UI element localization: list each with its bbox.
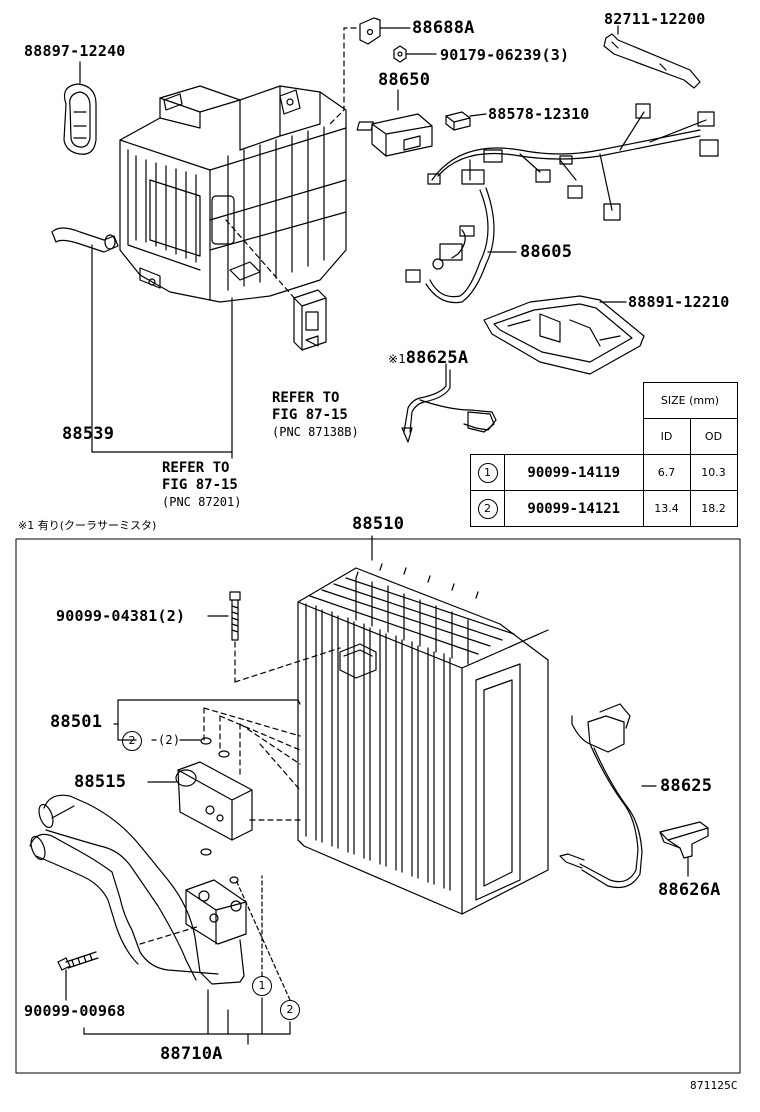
note-mark: ※1 [388,352,406,366]
bracket-88688A-drawing [359,17,381,45]
connector-88578-drawing [445,111,471,131]
callout-circle-2: 2 [477,498,498,519]
label-88625[interactable]: 88625 [660,776,713,796]
callout-circle-1-88710A: 1 [252,976,272,996]
band-82711-drawing [603,33,701,89]
header-od: OD [689,418,738,455]
sensor-88625A-drawing [401,369,497,443]
callout-circle-1: 1 [477,462,498,483]
evaporator-assembly-frame [15,538,741,1074]
bolt-90099-04381-drawing [229,591,241,641]
label-88510[interactable]: 88510 [352,514,405,534]
dashed-88688A [329,27,357,125]
refer-to-fig-87-15-a[interactable]: REFER TO FIG 87-15 (PNC 87138B) [272,390,359,441]
size-title: SIZE (mm) [642,382,738,419]
clip-88626A-drawing [659,821,709,859]
dashed-valve-lines [203,707,301,821]
label-88539[interactable]: 88539 [62,424,115,444]
expansion-valve-88515-drawing [175,761,253,841]
row-id: 13.4 [642,490,691,527]
pipes-88710A-drawing [29,794,247,985]
size-table-title-row: SIZE (mm) [471,382,738,419]
size-table-header-row: ID OD [471,418,738,455]
label-90099-00968[interactable]: 90099-00968 [24,1002,126,1020]
leader-88578 [469,113,487,117]
nut-90179-drawing [393,45,407,63]
dashed-bolt-00968 [139,925,201,945]
sensor-88625-drawing [559,703,643,889]
label-88501-qty: (2) [158,733,181,747]
dashed-87138B [225,219,297,301]
blank-cell [505,383,644,419]
hose-88539-drawing [51,227,119,253]
wire-harness-88605-drawing [405,103,719,304]
label-88578-12310[interactable]: 88578-12310 [488,105,590,123]
callout-circle-2-88710A: 2 [280,1000,300,1020]
header-id: ID [642,418,691,455]
row-mark-cell: 1 [470,454,505,491]
table-row[interactable]: 2 90099-14121 13.4 18.2 [470,490,738,527]
label-90179-06239[interactable]: 90179-06239(3) [440,46,570,64]
amplifier-88650-drawing [356,113,433,157]
label-88897-12240[interactable]: 88897-12240 [24,42,126,60]
blank-cell [505,419,644,455]
o-rings-drawing [200,737,239,884]
tray-88891-drawing [483,295,645,375]
illustration-code: 871125C [690,1079,738,1092]
label-90099-04381[interactable]: 90099-04381(2) [56,607,186,625]
row-part-number[interactable]: 90099-14121 [504,490,644,527]
label-88515[interactable]: 88515 [74,772,127,792]
ref1-line1: REFER TO [272,390,340,406]
resistor-87138B-drawing [293,289,327,351]
size-table: SIZE (mm) ID OD 1 90099-14119 6.7 10.3 2… [470,382,738,527]
thermistor-note: ※1 有り(クーラサーミスタ) [18,519,157,532]
blank-cell [471,383,505,419]
row-od: 10.3 [689,454,738,491]
dashed-circle-2 [235,879,291,1001]
ref2-line1: REFER TO [162,460,230,476]
evaporator-core-drawing [297,563,549,915]
label-88605[interactable]: 88605 [520,242,573,262]
label-88891-12210[interactable]: 88891-12210 [628,293,730,311]
row-od: 18.2 [689,490,738,527]
leader-88539 [91,244,233,453]
label-88625A[interactable]: ※188625A [388,350,468,367]
bolt-90099-00968-drawing [57,951,99,971]
ref1-line2: FIG 87-15 [272,407,348,423]
label-88501[interactable]: 88501 [50,712,103,732]
label-88710A[interactable]: 88710A [160,1044,223,1064]
label-82711-12200[interactable]: 82711-12200 [604,10,706,28]
label-88626A[interactable]: 88626A [658,880,721,900]
leader-88501 [117,699,299,741]
label-88650[interactable]: 88650 [378,70,431,90]
row-id: 6.7 [642,454,691,491]
grommet-88897-drawing [63,83,97,155]
table-row[interactable]: 1 90099-14119 6.7 10.3 [470,454,738,491]
row-mark-cell: 2 [470,490,505,527]
blank-cell [471,419,505,455]
ref2-line3: (PNC 87201) [162,495,242,509]
ref1-line3: (PNC 87138B) [272,425,359,439]
cooling-unit-housing-drawing [119,85,347,303]
row-part-number[interactable]: 90099-14119 [504,454,644,491]
label-88688A[interactable]: 88688A [412,18,475,38]
ref2-line2: FIG 87-15 [162,477,238,493]
refer-to-fig-87-15-b[interactable]: REFER TO FIG 87-15 (PNC 87201) [162,460,241,511]
label-88625A-text: 88625A [405,348,469,368]
dashed-bolt-2 [234,647,341,683]
callout-circle-2-88501: 2 [122,731,142,751]
